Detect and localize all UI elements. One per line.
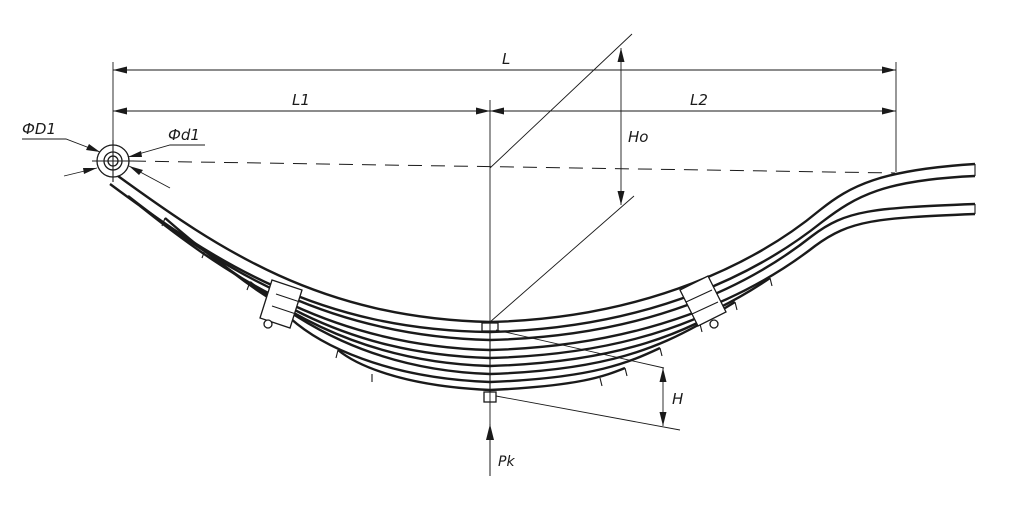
- leaf-step-ends: [161, 217, 773, 387]
- dim-L1: L1: [113, 91, 490, 115]
- spring-eye: [92, 140, 134, 182]
- leader-D1: ФD1: [22, 120, 101, 177]
- rebound-clip-rear: [679, 275, 727, 329]
- label-H: H: [672, 390, 683, 408]
- main-leaf-bottom: [109, 174, 976, 334]
- label-L: L: [502, 50, 510, 68]
- label-Ho: Ho: [628, 128, 648, 146]
- load-arrow: Pk: [486, 424, 515, 476]
- leaf-pack: [109, 162, 976, 392]
- label-d1: Фd1: [168, 126, 200, 144]
- dim-L2: L2: [490, 91, 896, 115]
- label-Pk: Pk: [498, 454, 515, 470]
- eye-centerline: [92, 140, 134, 182]
- dim-Ho: Ho: [617, 48, 648, 205]
- rebound-clip-front: [259, 279, 303, 329]
- eye-reference-line: [131, 160, 896, 174]
- main-leaf-top: [117, 162, 976, 324]
- leaf-2-bottom: [139, 205, 976, 352]
- label-L2: L2: [690, 91, 708, 109]
- label-D1: ФD1: [22, 120, 56, 138]
- dim-H: H: [659, 368, 683, 426]
- dim-L: L: [113, 50, 896, 74]
- leaf-2: [127, 195, 976, 342]
- leader-d1: Фd1: [127, 126, 205, 189]
- label-L1: L1: [292, 91, 310, 109]
- extension-lines: [112, 33, 897, 476]
